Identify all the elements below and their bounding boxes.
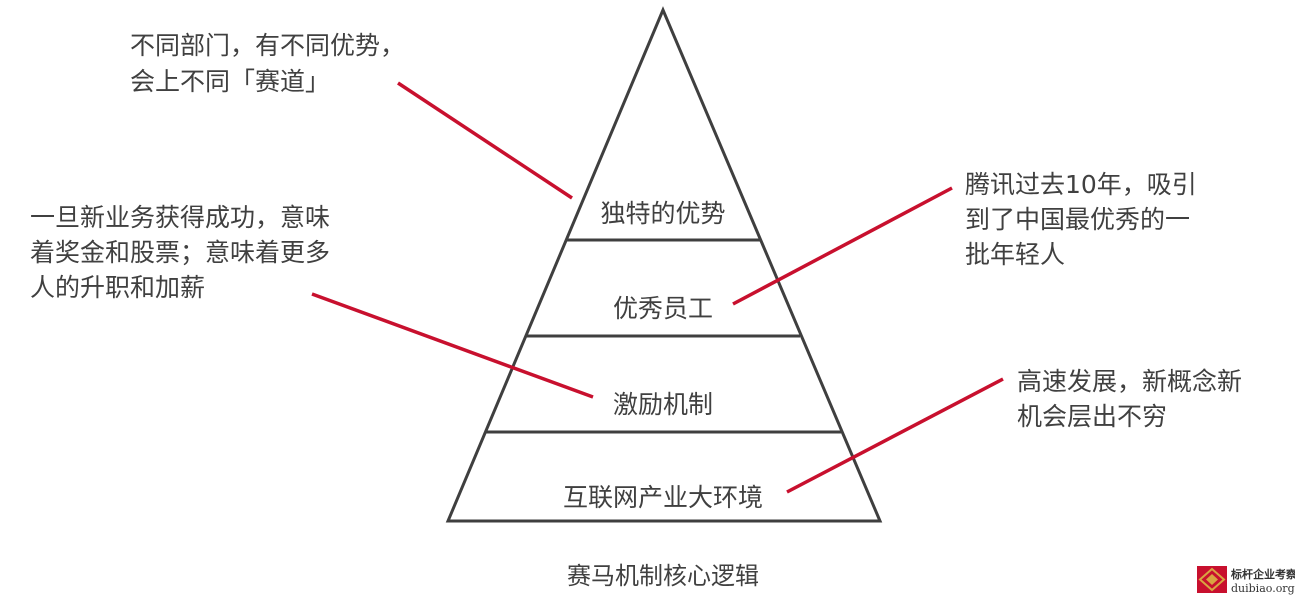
annotation-line: 到了中国最优秀的一 — [965, 205, 1190, 234]
annotation-line: 着奖金和股票；意味着更多 — [30, 238, 330, 267]
level-label-top: 独特的优势 — [600, 199, 725, 228]
annotation-mid-left: 一旦新业务获得成功，意味 着奖金和股票；意味着更多 人的升职和加薪 — [30, 203, 330, 302]
annotation-top-right: 腾讯过去10年，吸引 到了中国最优秀的一 批年轻人 — [965, 170, 1197, 269]
annotation-top-left: 不同部门，有不同优势， 会上不同「赛道」 — [130, 31, 405, 96]
diamond-logo-icon — [1197, 566, 1227, 593]
connector-bottom-right — [786, 377, 1004, 494]
level-label-third: 激励机制 — [613, 390, 713, 419]
annotation-line: 高速发展，新概念新 — [1017, 367, 1242, 396]
annotation-line: 人的升职和加薪 — [30, 273, 205, 302]
annotation-line: 机会层出不穷 — [1017, 402, 1167, 431]
connector-top-right — [732, 186, 953, 306]
diagram-caption: 赛马机制核心逻辑 — [567, 562, 759, 590]
connector-mid-left — [311, 292, 594, 399]
level-label-second: 优秀员工 — [613, 294, 713, 323]
annotation-line: 腾讯过去10年，吸引 — [965, 170, 1197, 199]
annotation-line: 不同部门，有不同优势， — [130, 31, 405, 60]
watermark: 标杆企业考察 duibiao.org — [1197, 566, 1295, 595]
annotation-line: 一旦新业务获得成功，意味 — [30, 203, 330, 232]
watermark-domain: duibiao.org — [1231, 582, 1295, 595]
connector-top-left — [397, 81, 573, 200]
annotation-line: 会上不同「赛道」 — [130, 67, 330, 96]
annotation-line: 批年轻人 — [965, 240, 1065, 269]
watermark-name: 标杆企业考察 — [1230, 567, 1295, 581]
pyramid-outline — [445, 6, 883, 523]
level-label-base: 互联网产业大环境 — [563, 483, 763, 512]
annotation-bottom-right: 高速发展，新概念新 机会层出不穷 — [1017, 367, 1242, 431]
